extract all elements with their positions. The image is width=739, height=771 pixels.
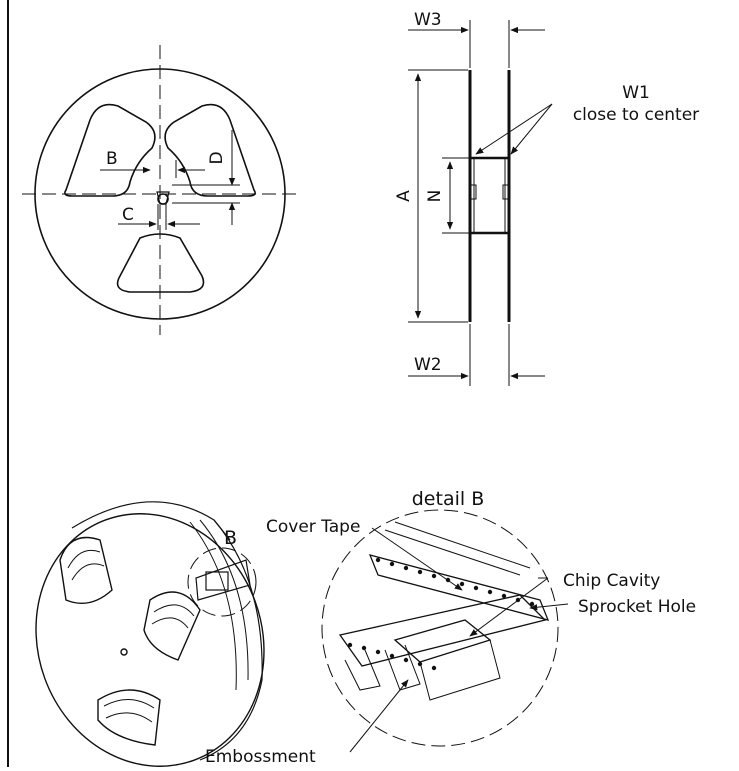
detail-b-marker: B — [224, 527, 237, 549]
dimension-w1-label: W1 — [622, 83, 650, 103]
callout-embossment: Embossment — [205, 747, 316, 767]
tape-exit — [195, 559, 251, 601]
w1-note: close to center — [573, 105, 699, 125]
dimension-n-label: N — [425, 190, 445, 203]
reel-front-view — [22, 45, 298, 335]
callout-sprocket-hole: Sprocket Hole — [578, 597, 696, 617]
callout-chip-cavity: Chip Cavity — [563, 571, 660, 591]
dimension-d-label: D — [207, 151, 227, 164]
dimension-w3-label: W3 — [414, 10, 442, 30]
dimension-b-label: B — [106, 149, 118, 169]
reel-perspective — [35, 501, 265, 767]
window-upper-left — [64, 103, 156, 197]
detail-view — [321, 509, 569, 753]
reel-side-view — [408, 20, 553, 386]
dimension-c-label: C — [122, 205, 134, 225]
window-upper-right — [164, 103, 256, 197]
reel-hub — [120, 648, 128, 656]
carrier-tape — [338, 594, 547, 667]
sprocket-holes — [347, 557, 535, 671]
detail-b-circle — [187, 547, 257, 617]
window-bottom — [116, 233, 205, 293]
callout-cover-tape: Cover Tape — [266, 517, 360, 537]
cover-tape — [368, 554, 550, 621]
reel-front-flange — [35, 513, 265, 767]
detail-circle — [321, 509, 559, 747]
dimension-a-label: A — [394, 190, 414, 202]
dimension-w2-label: W2 — [414, 355, 442, 375]
detail-title: detail B — [412, 488, 484, 510]
